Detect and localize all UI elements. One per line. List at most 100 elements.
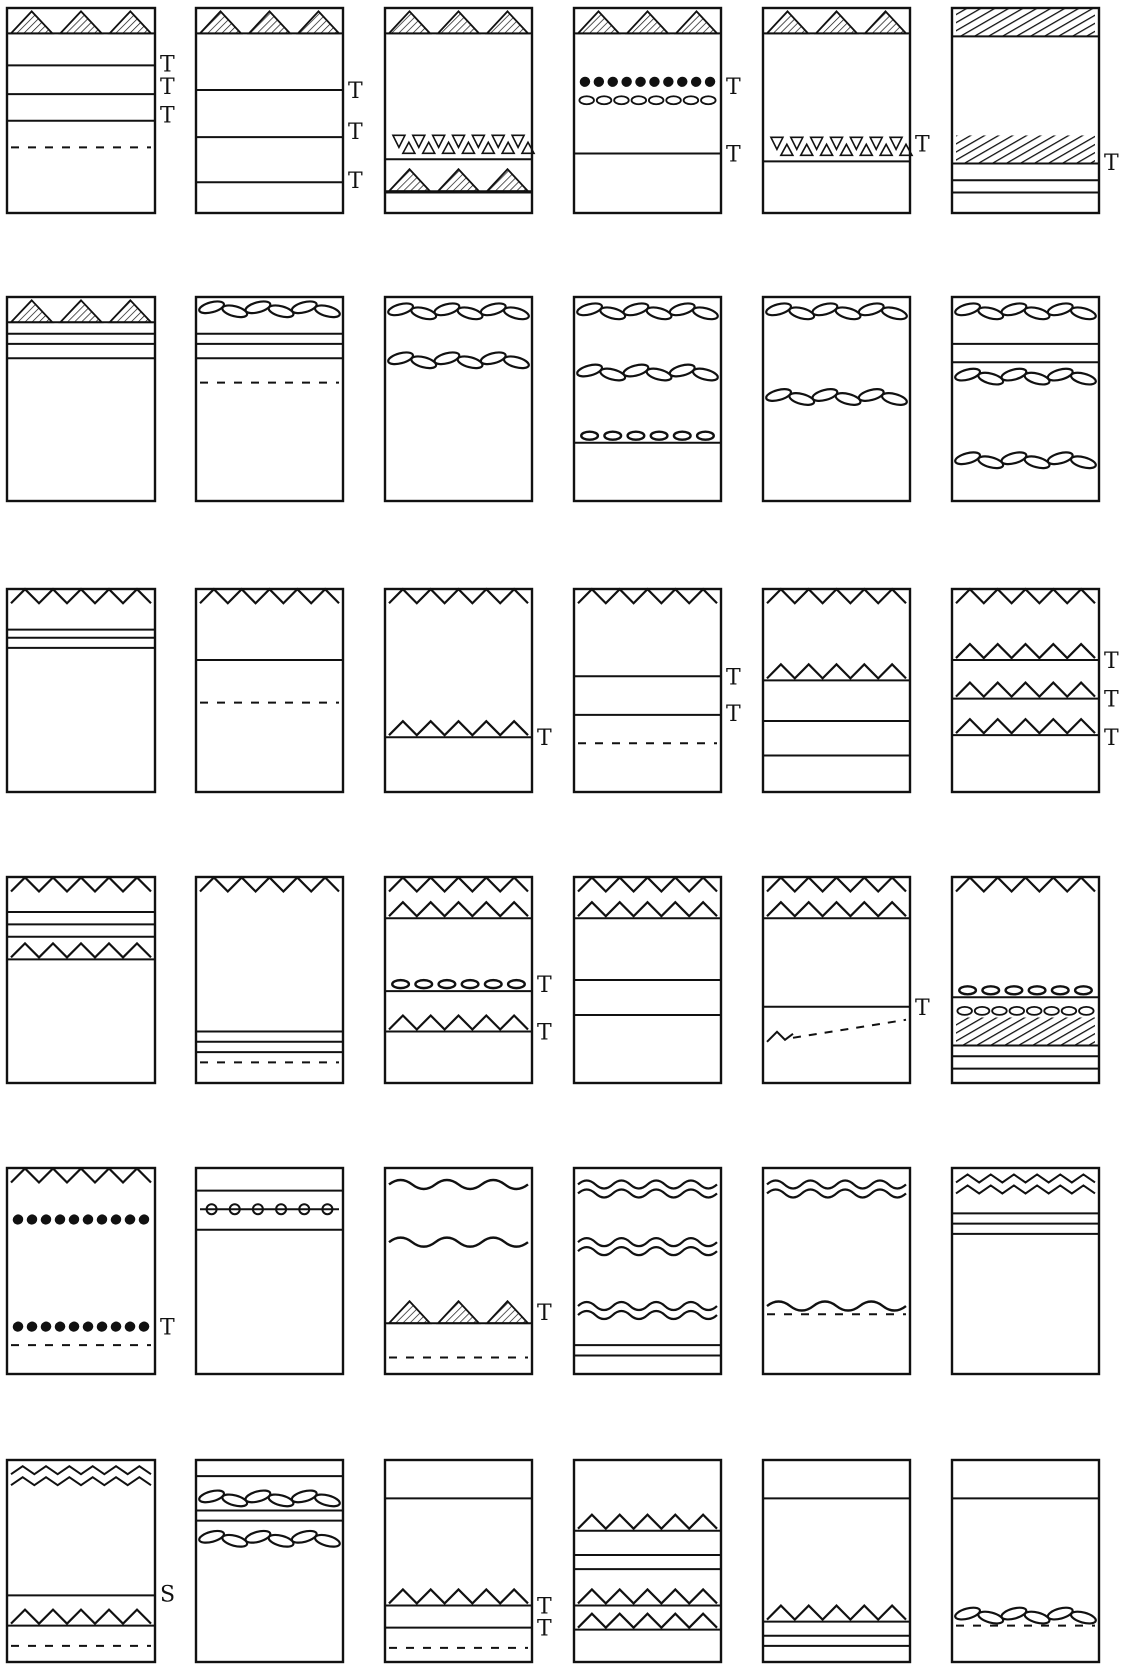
panel-r4-c4 [574, 877, 721, 1083]
layer-zigzag [11, 589, 151, 603]
panel-frame [763, 8, 910, 213]
panel-r5-c3: T [385, 1168, 552, 1374]
panel-r4-c2 [196, 877, 343, 1083]
layer-zigzag [389, 877, 528, 891]
panel-r3-c2 [196, 589, 343, 792]
panel-r6-c6 [952, 1460, 1099, 1662]
layer-zigzag [763, 664, 910, 680]
layer-zigzag [952, 683, 1099, 699]
layer-ellipse-row [574, 432, 721, 443]
layer-ellipse-chain [954, 450, 1097, 470]
panel-frame [574, 1168, 721, 1374]
boundary-mark-label: T [1104, 726, 1119, 751]
layer-small-zigzag-dashed [767, 1020, 906, 1042]
panel-frame [385, 297, 532, 501]
layer-zigzag [952, 719, 1099, 735]
panel-frame [763, 589, 910, 792]
layer-ellipse-chain [765, 387, 908, 407]
panel-r2-c4 [574, 297, 721, 501]
panel-frame [7, 589, 155, 792]
boundary-mark-label: T [726, 702, 741, 727]
layer-zigzag [956, 877, 1095, 891]
panel-r3-c6: TTT [952, 589, 1119, 792]
layer-double-wave [578, 1180, 717, 1197]
layer-ellipse-chain [387, 301, 530, 321]
layer-ellipse-chain [198, 1529, 341, 1549]
panel-r6-c2 [196, 1460, 343, 1662]
panel-r4-c5: T [763, 877, 930, 1083]
boundary-mark-label: T [726, 143, 741, 168]
layer-dark-ellipses-band [11, 1320, 151, 1334]
panel-r1-c2: TTT [196, 8, 363, 213]
layer-zigzag [389, 589, 528, 603]
panel-frame [574, 1460, 721, 1662]
boundary-mark-label: T [1104, 688, 1119, 713]
layer-ellipse-chain [765, 301, 908, 321]
layer-open-triangles-band [763, 137, 912, 161]
layer-ellipse-chain [576, 301, 719, 321]
boundary-mark-label: T [537, 1301, 552, 1326]
layer-zigzag [385, 902, 532, 918]
layer-ellipse-chain [387, 350, 530, 370]
layer-zigzag [956, 589, 1095, 603]
panel-frame [574, 297, 721, 501]
layer-wave [389, 1180, 528, 1189]
layer-zigzag [578, 877, 717, 891]
layer-hatched-band [952, 8, 1099, 36]
layer-double-wave [578, 1302, 717, 1319]
panel-frame [952, 297, 1099, 501]
panel-r6-c4 [574, 1460, 721, 1662]
panel-r2-c1 [7, 297, 155, 501]
panel-r2-c3 [385, 297, 532, 501]
layer-ellipse-chain [954, 366, 1097, 386]
panel-r1-c3 [385, 8, 534, 213]
layer-double-wave [578, 1238, 717, 1255]
layer-zigzag [574, 1589, 721, 1605]
layer-hatched-triangles-band [574, 11, 721, 33]
panel-frame [196, 297, 343, 501]
layer-zigzag [385, 721, 532, 737]
layer-zigzag [385, 1589, 532, 1605]
layer-ellipse-chain [198, 1488, 341, 1508]
layer-zigzag [7, 943, 155, 959]
boundary-mark-label: T [348, 79, 363, 104]
panel-frame [385, 589, 532, 792]
layer-zigzag [763, 902, 910, 918]
layer-hatched-triangles-band [385, 11, 532, 33]
panel-r2-c5 [763, 297, 910, 501]
panel-r3-c1 [7, 589, 155, 792]
layer-double-wave [767, 1180, 906, 1197]
layer-zigzag [767, 877, 906, 891]
panel-frame [7, 297, 155, 501]
layer-wave [389, 1238, 528, 1247]
panel-r5-c1: T [7, 1168, 175, 1374]
layer-hatched-band [952, 135, 1099, 163]
layer-hatched-band [952, 1018, 1099, 1046]
boundary-mark-label: T [537, 973, 552, 998]
panel-frame [763, 1460, 910, 1662]
panel-r1-c5: T [763, 8, 930, 213]
layer-zigzag [200, 877, 339, 891]
panel-r5-c2 [196, 1168, 343, 1374]
panel-frame [763, 1168, 910, 1374]
boundary-mark-label: T [1104, 649, 1119, 674]
boundary-mark-label: T [915, 996, 930, 1021]
panel-frame [7, 1168, 155, 1374]
boundary-mark-label: T [537, 726, 552, 751]
panel-frame [574, 8, 721, 213]
panel-r2-c2 [196, 297, 343, 501]
panel-r2-c6 [952, 297, 1099, 501]
layer-open-ellipses-band [579, 96, 715, 104]
panel-frame [7, 877, 155, 1083]
layer-zigzag [574, 1614, 721, 1630]
layer-double-zigzag [956, 1174, 1095, 1193]
layer-ellipse-chain [954, 1605, 1097, 1625]
boundary-mark-label: T [160, 75, 175, 100]
layer-double-zigzag [11, 1466, 151, 1485]
layer-zigzag [385, 1016, 532, 1032]
panel-frame [952, 1168, 1099, 1374]
panel-r3-c3: T [385, 589, 552, 792]
panel-frame [7, 8, 155, 213]
boundary-mark-label: T [348, 169, 363, 194]
